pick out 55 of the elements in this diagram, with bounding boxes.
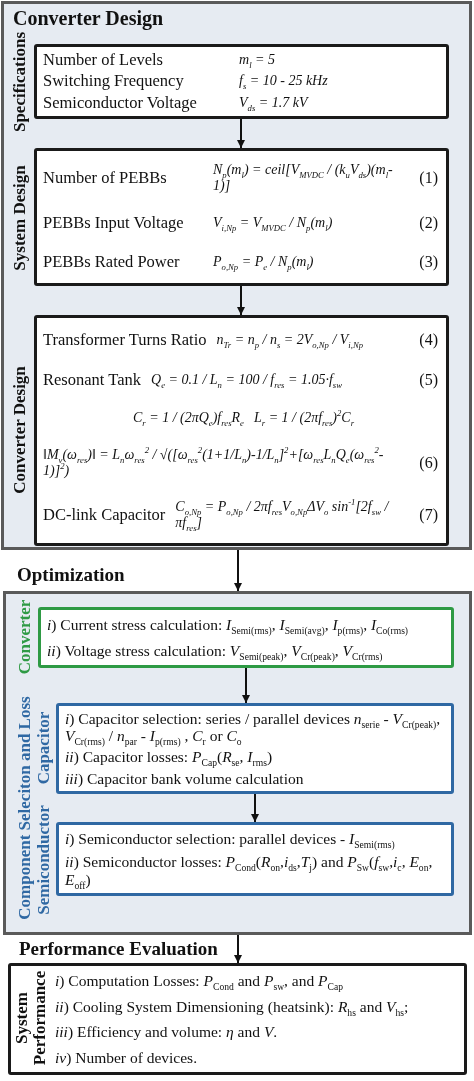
list-item: i) Current stress calculation: I$_{Semi(rms)}$, I$_{Semi(avg)}$, I$_{p(rms)}$, I$_{Co(rms)}$ — [47, 616, 409, 634]
equation-number: (1) — [419, 169, 438, 188]
list-item: ii) Semiconductor losses: P$_{Cond}$(R$_{on}$,i$_{ds}$,T$_{j}$) and P$_{Sw}$(f$_{sw}$,i$_{c}$, E$_{on}$, E$_{off}$) — [65, 853, 434, 888]
row-label: Transformer Turns Ratio — [43, 330, 207, 351]
section-label: Converter — [16, 599, 34, 675]
formula: C$_{r}$ = 1 / (2πQ$_{e}$)f$_{res}$R$_{e}$ — [133, 410, 244, 427]
section-label: System Performance — [13, 969, 49, 1068]
row-label: DC-link Capacitor — [43, 504, 166, 525]
formula: V$_{i,Np}$ = V$_{MVDC}$ / N$_{p}$(m$_{l}$) — [213, 215, 333, 231]
list-item: i) Computation Losses: P$_{Cond}$ and P$_{sw}$, and P$_{Cap}$ — [55, 972, 344, 990]
section-panel — [1, 1, 472, 550]
formula: m$_{l}$ = 5 — [239, 51, 275, 68]
section-label: Capacitor — [35, 711, 53, 785]
list-item: iv) Number of devices. — [55, 1048, 198, 1066]
equation-number: (2) — [419, 214, 438, 232]
section-title: Converter Design — [13, 7, 164, 29]
arrow — [242, 667, 250, 704]
equation-number: (5) — [419, 371, 438, 390]
formula: P$_{o,Np}$ = P$_{e}$ / N$_{p}$(m$_{l}$) — [213, 253, 314, 270]
list-item: iii) Efficiency and volume: η and V. — [55, 1023, 278, 1041]
row-label: Number of PEBBs — [43, 168, 168, 189]
formula: ‖M$_{v}$(ω$_{res}$)‖ = L$_{n}$ω$_{res}$$^{2}$ / √([ω$_{res}$$^{2}$(1+1/L$_{n}$)-1/L$_{n}$]$^{2}$+[ω$_{res}$L$_{n}$Q$_{e}$(ω$_{res}$$^{2}$-1)]$^{2}$) — [43, 446, 385, 479]
formula: L$_{r}$ = 1 / (2πf$_{res}$)$^{2}$C$_{r}$ — [253, 410, 355, 427]
row-label: Number of Levels — [43, 49, 165, 70]
arrow — [237, 285, 245, 316]
row-label: PEBBs Rated Power — [43, 251, 181, 272]
list-item: ii) Capacitor losses: P$_{Cap}$(R$_{se}$, I$_{rms}$) — [65, 748, 273, 766]
arrow — [251, 793, 259, 823]
equation-number: (7) — [419, 505, 438, 524]
equation-number: (6) — [419, 453, 438, 472]
section-label: Semiconductor — [35, 805, 53, 915]
row-label: PEBBs Input Voltage — [43, 213, 185, 233]
section-label: Specifications — [11, 31, 29, 133]
section-label: Converter Design — [11, 366, 29, 494]
equation-number: (3) — [419, 252, 438, 271]
formula: f$_{s}$ = 10 - 25 kHz — [239, 73, 328, 90]
row-label: Switching Frequency — [43, 71, 185, 92]
formula: n$_{Tr}$ = n$_{p}$ / n$_{s}$ = 2V$_{o,Np}$ / V$_{i,Np}$ — [216, 332, 364, 349]
equation-number: (4) — [419, 331, 438, 350]
arrow — [234, 934, 242, 964]
arrow — [237, 118, 245, 149]
section-label: Component Seleciton and Loss — [16, 696, 34, 920]
row-label: Resonant Tank — [43, 370, 141, 391]
formula: C$_{o,Np}$ = P$_{o,Np}$ / 2πf$_{res}$V$_{o,Np}$ΔV$_{o}$ sin$^{-1}$[2f$_{sw}$ / πf$_{res}$] — [175, 498, 391, 531]
section-title: Performance Evaluation — [19, 939, 218, 960]
row-label: Semiconductor Voltage — [43, 93, 198, 114]
section-label: System Design — [11, 165, 29, 271]
arrow — [234, 549, 242, 592]
formula: V$_{ds}$ = 1.7 kV — [239, 95, 308, 112]
list-item: iii) Capacitor bank volume calculation — [65, 769, 304, 788]
list-item: ii) Cooling System Dimensioning (heatsink): R$_{hs}$ and V$_{hs}$; — [55, 997, 409, 1015]
formula: Q$_{e}$ = 0.1 / L$_{n}$ = 100 / f$_{res}$ = 1.05·f$_{sw}$ — [151, 372, 342, 389]
formula: N$_{p}$(m$_{l}$) = ceil[V$_{MVDC}$ / (k$_{u}$V$_{ds}$)(m$_{l}$-1)] — [213, 162, 394, 195]
list-item: i) Semiconductor selection: parallel devices - I$_{Semi(rms)}$ — [65, 829, 395, 848]
section-title: Optimization — [17, 565, 125, 586]
